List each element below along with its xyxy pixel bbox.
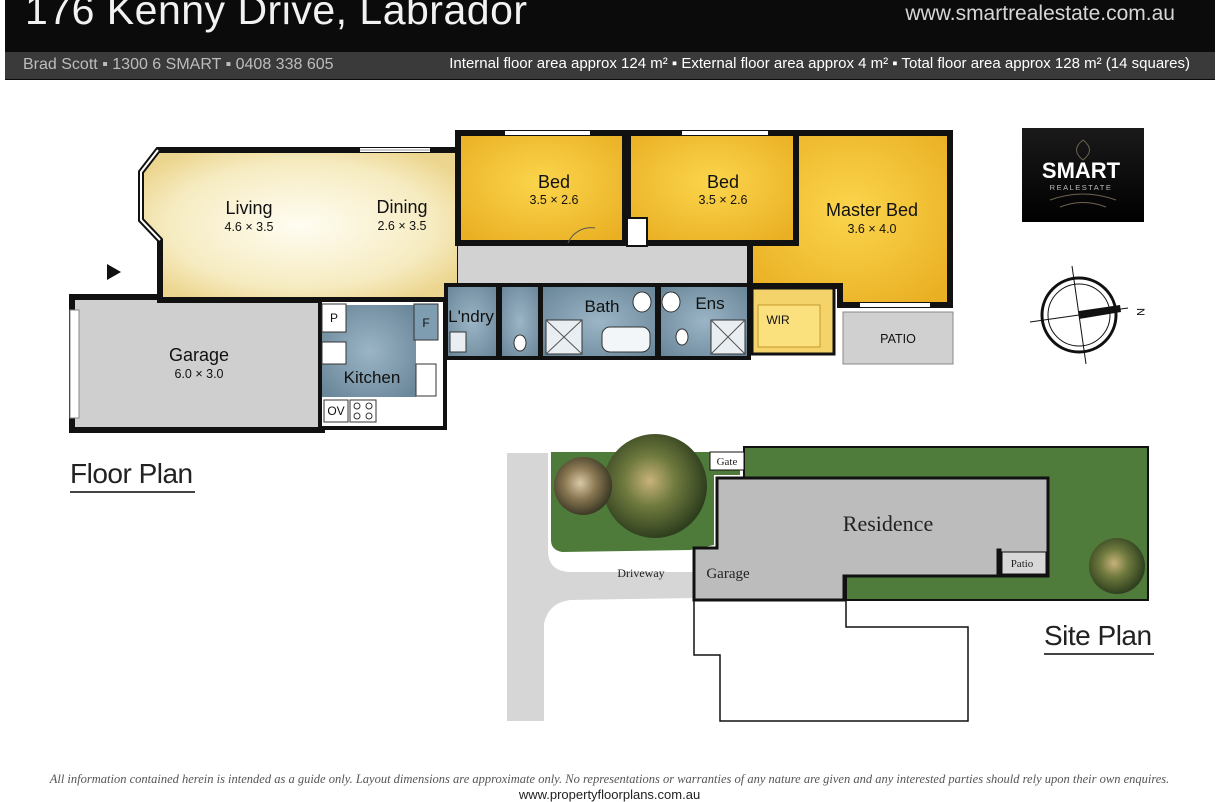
cooktop [349,399,377,423]
site-patio [1001,551,1047,575]
property-title: 176 Kenny Drive, Labrador [25,0,528,33]
site-label-gate: Gate [717,456,738,468]
wc-toilet [513,334,527,352]
label-laundry: L'ndry [448,307,494,326]
dims-living: 4.6 × 3.5 [225,220,274,234]
floor-plan-caption: Floor Plan [70,457,195,493]
logo-ornament-bottom [1049,193,1117,208]
site-gate [709,451,745,471]
site-label-garage: Garage [706,566,750,582]
label-bed-1: Bed [538,172,570,192]
bath-shower-x2 [545,319,583,355]
entry-arrow-icon [107,264,121,280]
wir-shelving [757,304,821,348]
label-oven: OV [327,404,344,418]
logo-sub: REALESTATE [1050,183,1113,192]
website-link[interactable]: www.smartrealestate.com.au [905,2,1175,25]
dims-master-bed: 3.6 × 4.0 [848,222,897,236]
burner-4 [365,412,373,420]
footer-url-link[interactable]: www.propertyfloorplans.com.au [518,787,701,802]
site-tree-small-icon [554,457,612,515]
burner-2 [365,402,373,410]
dims-bed-1: 3.5 × 2.6 [530,193,579,207]
label-bath: Bath [585,297,620,316]
site-plan: Residence Garage Driveway Gate Patio [507,434,1149,722]
hallway [458,245,750,283]
site-tree-large-icon [603,434,707,538]
bay-window [140,149,161,241]
site-label-patio: Patio [1011,558,1034,570]
room-master-bed [747,130,953,308]
smart-logo: SMART REALESTATE [1022,128,1144,222]
site-residence [692,476,1050,602]
floor-plan: Living 4.6 × 3.5 Dining 2.6 × 3.5 Bed 3.… [69,130,954,433]
compass-icon: N [1029,265,1146,365]
label-ensuite: Ens [695,294,724,313]
label-master-bed: Master Bed [826,200,918,220]
bed1-door-swing [567,227,596,244]
logo-background [1022,128,1144,222]
oven-box [323,399,349,423]
site-label-driveway: Driveway [617,566,664,580]
agent-contact: Brad Scott ▪ 1300 6 SMART ▪ 0408 338 605 [23,56,334,73]
site-plan-caption: Site Plan [1044,619,1154,655]
label-pantry: P [330,311,338,325]
burner-1 [353,402,361,410]
label-kitchen: Kitchen [344,368,401,387]
dims-dining: 2.6 × 3.5 [378,219,427,233]
logo-ornament-top [1076,139,1090,161]
dims-garage: 6.0 × 3.0 [175,367,224,381]
label-dining: Dining [376,197,427,217]
label-bed-2: Bed [707,172,739,192]
room-bed-1 [455,130,628,246]
ensuite-toilet [675,328,689,346]
floor-area-summary: Internal floor area approx 124 m² ▪ Exte… [449,55,1190,72]
site-driveway [507,453,694,721]
bathtub [601,326,651,353]
label-fridge: F [422,316,429,330]
label-patio: PATIO [880,332,916,346]
disclaimer-text: All information contained herein is inte… [49,772,1170,786]
bath-basin [632,291,652,313]
label-wir: WIR [766,313,790,327]
room-patio [842,311,954,365]
laundry-tub [449,331,467,353]
logo-brand: SMART [1042,158,1121,183]
garage-door [69,309,80,419]
kitchen-cabinet [321,341,347,365]
room-bed-2 [625,130,799,246]
site-tree-back-icon [1089,538,1145,594]
site-neighbour-outline [693,600,969,722]
ensuite-shower-x2 [710,319,746,355]
linen-cupboard [626,217,648,247]
ensuite-basin [661,291,681,313]
kitchen-sink [415,363,437,397]
fridge-box [413,303,439,341]
pantry-box [321,303,347,333]
label-garage: Garage [169,345,229,365]
info-bar: Brad Scott ▪ 1300 6 SMART ▪ 0408 338 605… [5,52,1215,79]
header-bar: 176 Kenny Drive, Labrador www.smartreale… [5,0,1215,80]
label-living: Living [225,198,272,218]
site-label-residence: Residence [843,511,933,536]
dims-bed-2: 3.5 × 2.6 [699,193,748,207]
compass-north-label: N [1134,308,1146,316]
burner-3 [353,412,361,420]
